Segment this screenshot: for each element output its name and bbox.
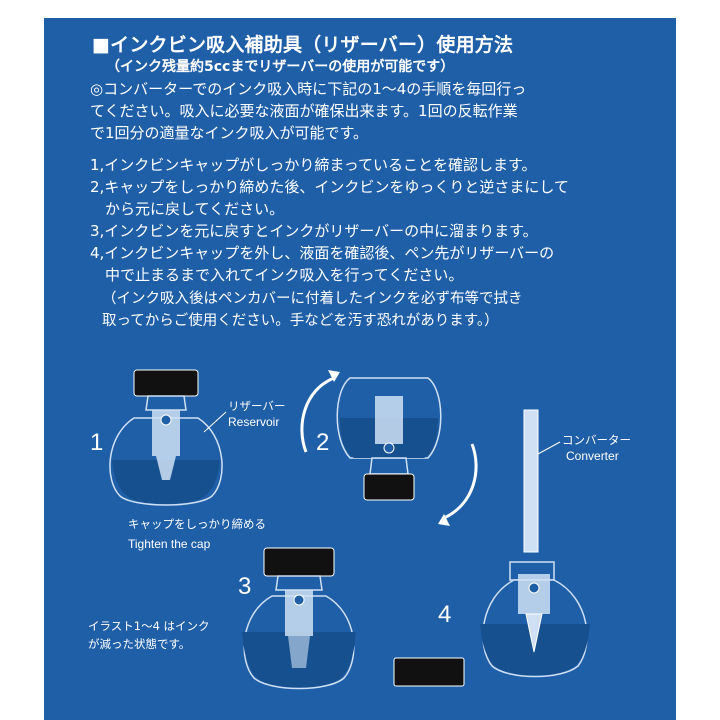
illustration: 1 リザーバー Reservoir キャップをしっかり締める Tighten t…: [88, 369, 631, 690]
caption-line-2: が減った状態です。: [88, 637, 190, 651]
step-number-4: 4: [438, 601, 451, 628]
step-line: 中で止まるまで入れてインク吸入を行ってください。: [90, 266, 464, 284]
step-list: 1,インクビンキャップがしっかり締まっていることを確認します。 2,キャップをし…: [90, 154, 670, 286]
intro-line: てください。吸入に必要な液面が確保出来ます。1回の反転作業: [90, 102, 518, 120]
removed-cap-illustration: [393, 657, 465, 687]
caption-line-1: イラスト1～4 はインク: [88, 619, 210, 633]
converter-label-en: Converter: [566, 449, 619, 463]
tighten-label-jp: キャップをしっかり締める: [128, 517, 266, 531]
intro-line: ◎コンバーターでのインク吸入時に下記の1～4の手順を毎回行っ: [90, 80, 527, 98]
reservoir-label-jp: リザーバー: [228, 399, 285, 413]
step-number-1: 1: [90, 429, 103, 456]
converter-illustration: [523, 409, 561, 553]
intro-line: で1回分の適量なインク吸入が可能です。: [90, 124, 369, 142]
step-number-3: 3: [238, 573, 251, 600]
step-line: 2,キャップをしっかり締めた後、インクビンをゆっくりと逆さまにして: [90, 178, 569, 196]
step-line: 4,インクビンキャップを外し、液面を確認後、ペン先がリザーバーの: [90, 244, 555, 262]
caution-note: （インク吸入後はペンカバーに付着したインクを必ず布等で拭き 取ってからご使用くだ…: [102, 288, 662, 332]
note-line: 取ってからご使用ください。手などを汚す恐れがあります。）: [102, 313, 499, 329]
bottle-step2-illustration: [300, 370, 478, 526]
instruction-panel: ■インクビン吸入補助具（リザーバー）使用方法 （インク残量約5ccまでリザーバー…: [44, 18, 676, 720]
converter-label-jp: コンバーター: [562, 433, 631, 447]
page-subtitle: （インク残量約5ccまでリザーバーの使用が可能です）: [106, 59, 455, 75]
step-line: から元に戻してください。: [90, 200, 285, 218]
step-number-2: 2: [316, 429, 329, 456]
reservoir-label-en: Reservoir: [228, 415, 279, 429]
note-line: （インク吸入後はペンカバーに付着したインクを必ず布等で拭き: [102, 291, 523, 307]
intro-text: ◎コンバーターでのインク吸入時に下記の1～4の手順を毎回行っ てください。吸入に…: [90, 78, 670, 144]
step-line: 1,インクビンキャップがしっかり締まっていることを確認します。: [90, 156, 537, 174]
tighten-label-en: Tighten the cap: [128, 537, 211, 551]
step-line: 3,インクビンを元に戻すとインクがリザーバーの中に溜まります。: [90, 222, 538, 240]
bottle-step4-illustration: [480, 561, 590, 678]
page-title: ■インクビン吸入補助具（リザーバー）使用方法: [92, 34, 514, 56]
bottle-step1-illustration: [109, 369, 227, 506]
bottle-step3-illustration: [242, 547, 356, 690]
